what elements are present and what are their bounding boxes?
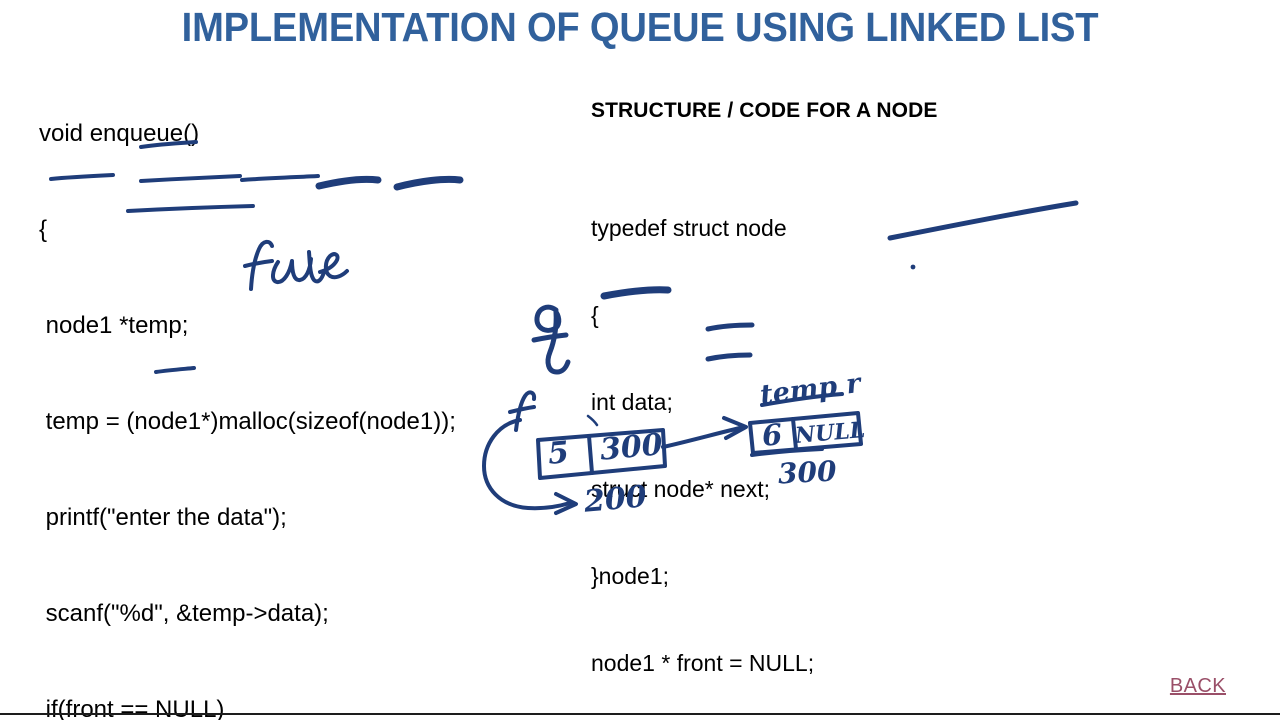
code-line: struct node* next; xyxy=(591,476,770,502)
struct-code-block: typedef struct node { int data; struct n… xyxy=(591,156,814,720)
node2-next-value: NULL xyxy=(794,416,867,450)
code-line: node1 *temp; xyxy=(39,312,189,339)
code-line: temp = (node1*)malloc(sizeof(node1)); xyxy=(39,408,456,435)
structure-heading: STRUCTURE / CODE FOR A NODE xyxy=(591,99,938,122)
code-line: node1 * front = NULL; xyxy=(591,650,815,676)
ink-dot xyxy=(910,264,916,270)
ink-stroke-long-curve xyxy=(887,200,1079,241)
code-line: if(front == NULL) xyxy=(39,696,225,720)
ink-f-label xyxy=(508,390,537,432)
node1-data-value: 5 xyxy=(546,435,571,472)
ink-queue-brace xyxy=(531,304,571,375)
code-line: { xyxy=(39,216,48,243)
code-line: scanf("%d", &temp->data); xyxy=(39,600,329,627)
code-line: void enqueue() xyxy=(39,120,200,147)
code-line: int data; xyxy=(591,389,673,415)
node2-address-label: 300 xyxy=(777,454,838,491)
code-line: typedef struct node xyxy=(591,215,787,241)
code-line: }node1; xyxy=(591,563,670,589)
bottom-divider xyxy=(0,713,1280,715)
back-link[interactable]: BACK xyxy=(1169,675,1226,697)
node1-address-label: 200 xyxy=(582,479,649,520)
node1-next-value: 300 xyxy=(598,427,665,468)
node2-data-value: 6 xyxy=(760,417,784,453)
enqueue-code-block: void enqueue() { node1 *temp; temp = (no… xyxy=(39,54,456,720)
code-line: printf("enter the data"); xyxy=(39,504,287,531)
code-line: { xyxy=(591,302,599,328)
page-title: IMPLEMENTATION OF QUEUE USING LINKED LIS… xyxy=(181,4,1099,50)
front-pointer-arrowhead xyxy=(554,492,578,515)
